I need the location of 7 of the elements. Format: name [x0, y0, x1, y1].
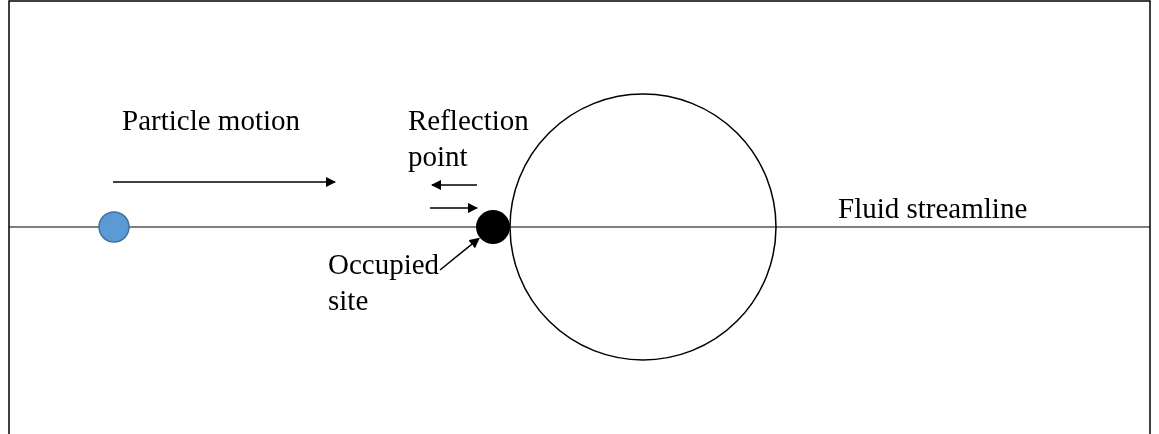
callout-text: Occupied site [328, 246, 448, 318]
annotation-label: Reflection point [408, 103, 528, 174]
leader-line [439, 237, 480, 271]
occupied-site-dot [476, 210, 510, 244]
particle [98, 211, 130, 243]
annotation-label: Fluid streamline [838, 191, 1029, 226]
annotation-label: Particle motion [122, 103, 301, 138]
